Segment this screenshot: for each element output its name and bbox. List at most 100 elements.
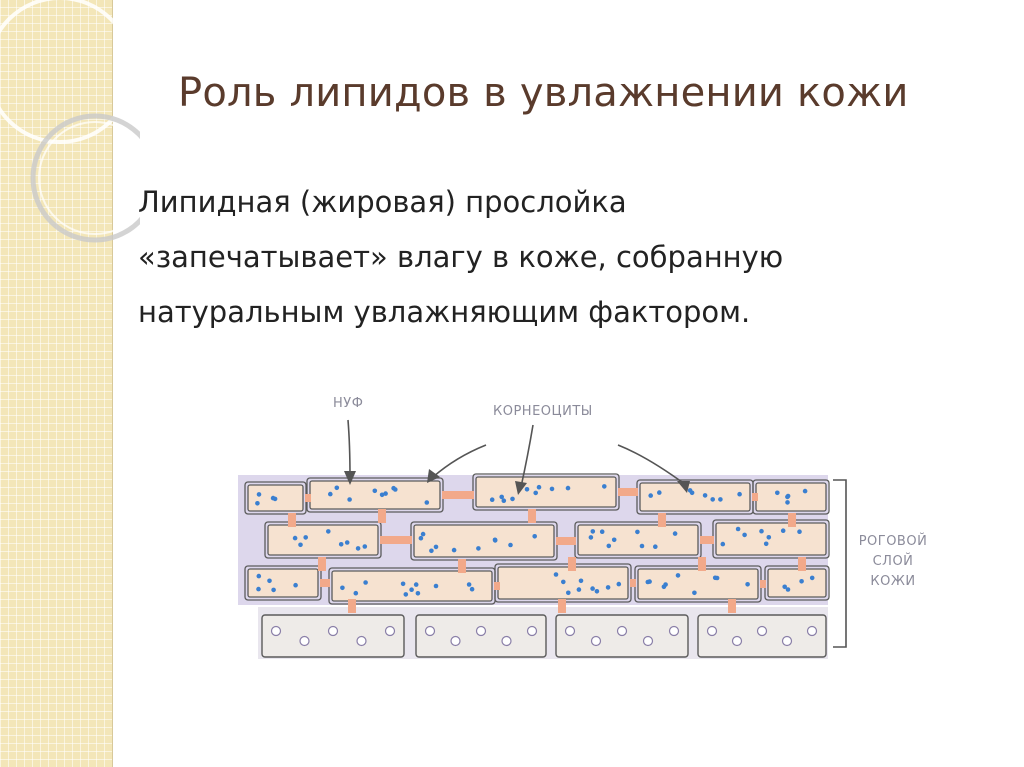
- nmf-dot: [594, 589, 600, 594]
- nmf-dot: [735, 526, 741, 532]
- lipid-bridge-vertical: [568, 557, 576, 571]
- sidebar-divider: [112, 0, 113, 767]
- nmf-dot: [433, 583, 439, 589]
- nmf-dot: [675, 573, 681, 578]
- nmf-dot: [489, 497, 495, 502]
- nmf-dot: [344, 540, 350, 545]
- corneocyte-cell: [639, 482, 751, 512]
- arrowhead-1: [344, 471, 356, 485]
- lipid-bridge-vertical: [458, 559, 466, 573]
- decorative-rings: [0, 0, 140, 243]
- nmf-dot: [267, 578, 272, 584]
- lipid-bridge-vertical: [528, 509, 536, 523]
- arrow-corneocyte-1: [432, 444, 487, 478]
- nmf-dot: [270, 495, 276, 501]
- lower-cell-vesicle: [564, 625, 576, 637]
- nmf-dot: [566, 590, 571, 596]
- nmf-dot: [372, 488, 378, 494]
- nmf-dot: [492, 538, 498, 543]
- lipid-bridge-horizontal: [380, 536, 412, 544]
- nmf-dot: [737, 491, 742, 497]
- nmf-dot: [353, 590, 359, 596]
- lower-cell-vesicle: [424, 625, 436, 637]
- corneocyte-cell: [637, 568, 759, 600]
- skin-layer-diagram: НУФ КОРНЕОЦИТЫ РОГОВОЙ СЛОЙ КОЖИ: [238, 396, 927, 659]
- nmf-dot: [653, 544, 658, 549]
- nmf-dot: [532, 534, 537, 539]
- nmf-dots: [255, 484, 815, 597]
- lipid-bridge-horizontal: [305, 494, 311, 502]
- nmf-dot: [797, 529, 802, 534]
- nmf-dot: [340, 585, 345, 591]
- nmf-dot: [524, 487, 530, 492]
- corneocyte-cell: [577, 524, 699, 556]
- lipid-bridge-horizontal: [618, 488, 638, 496]
- lower-cell-vesicle: [806, 625, 818, 637]
- lipid-bridge-horizontal: [320, 579, 330, 587]
- nmf-dot: [403, 592, 409, 597]
- lower-cell-vesicle: [642, 635, 654, 647]
- arrowhead-2: [427, 469, 440, 483]
- lower-cell-vesicle: [356, 635, 367, 647]
- nmf-dot: [780, 528, 786, 533]
- lower-cell-vesicle: [501, 635, 512, 647]
- lipid-bridge-vertical: [558, 599, 566, 613]
- nmf-dot: [648, 493, 653, 498]
- nmf-dot: [510, 496, 515, 502]
- lower-cell-vesicle: [327, 625, 339, 637]
- body-line-2: «запечатывает» влагу в коже, собранную: [138, 240, 784, 274]
- nmf-dot: [362, 544, 368, 549]
- label-layer-2: СЛОЙ: [873, 553, 914, 569]
- body-line-1: Липидная (жировая) прослойка: [138, 185, 627, 219]
- corneocyte-cell: [247, 568, 319, 598]
- lipid-bridge-horizontal: [556, 537, 576, 545]
- lipid-bridge-vertical: [788, 513, 796, 527]
- lipid-bridge-horizontal: [752, 493, 758, 501]
- nmf-dot: [533, 490, 538, 496]
- nmf-dot: [742, 532, 747, 538]
- nmf-dot: [702, 493, 708, 498]
- lipid-bridge-vertical: [728, 599, 736, 613]
- nmf-dot: [692, 590, 697, 596]
- lower-cell-vesicle: [384, 625, 396, 637]
- nmf-dot: [799, 579, 804, 584]
- nmf-dot: [256, 586, 261, 592]
- lower-cell-vesicle: [731, 635, 743, 647]
- nmf-dot: [501, 498, 507, 503]
- nmf-dot: [298, 542, 303, 548]
- nmf-dot: [714, 575, 720, 581]
- nmf-dot: [616, 581, 622, 587]
- nmf-dot: [553, 572, 559, 577]
- nmf-dot: [328, 491, 333, 497]
- nmf-dot: [400, 581, 406, 587]
- lipid-bridge-vertical: [798, 557, 806, 571]
- nmf-dot: [429, 548, 434, 554]
- label-corneocytes: КОРНЕОЦИТЫ: [493, 404, 593, 419]
- lower-cell-vesicle: [299, 635, 310, 647]
- lipid-bridge-vertical: [318, 557, 326, 571]
- nmf-dot: [256, 573, 262, 579]
- lipid-bridge-vertical: [698, 557, 706, 571]
- nmf-dot: [720, 541, 726, 547]
- label-layer-3: КОЖИ: [870, 574, 915, 589]
- lower-cell-vesicle: [616, 625, 628, 637]
- nmf-dot: [338, 542, 344, 547]
- lipid-bridge-vertical: [658, 513, 666, 527]
- nmf-dot: [256, 492, 262, 497]
- nmf-dot: [466, 582, 472, 587]
- corneocyte-cell: [267, 524, 379, 556]
- nmf-dot: [293, 582, 298, 588]
- nmf-dot: [782, 584, 787, 590]
- nmf-dot: [639, 543, 645, 549]
- lower-cells: [261, 614, 827, 658]
- nmf-dot: [590, 529, 596, 534]
- nmf-dot: [775, 490, 780, 496]
- corneocyte-cell: [755, 482, 827, 512]
- nmf-dot: [424, 500, 430, 505]
- nmf-dot: [469, 586, 475, 592]
- label-nmf: НУФ: [333, 396, 363, 411]
- nmf-dot: [383, 491, 388, 496]
- nmf-dot: [303, 535, 308, 540]
- layer-bracket: [833, 479, 847, 648]
- lipid-bridge-horizontal: [630, 579, 636, 587]
